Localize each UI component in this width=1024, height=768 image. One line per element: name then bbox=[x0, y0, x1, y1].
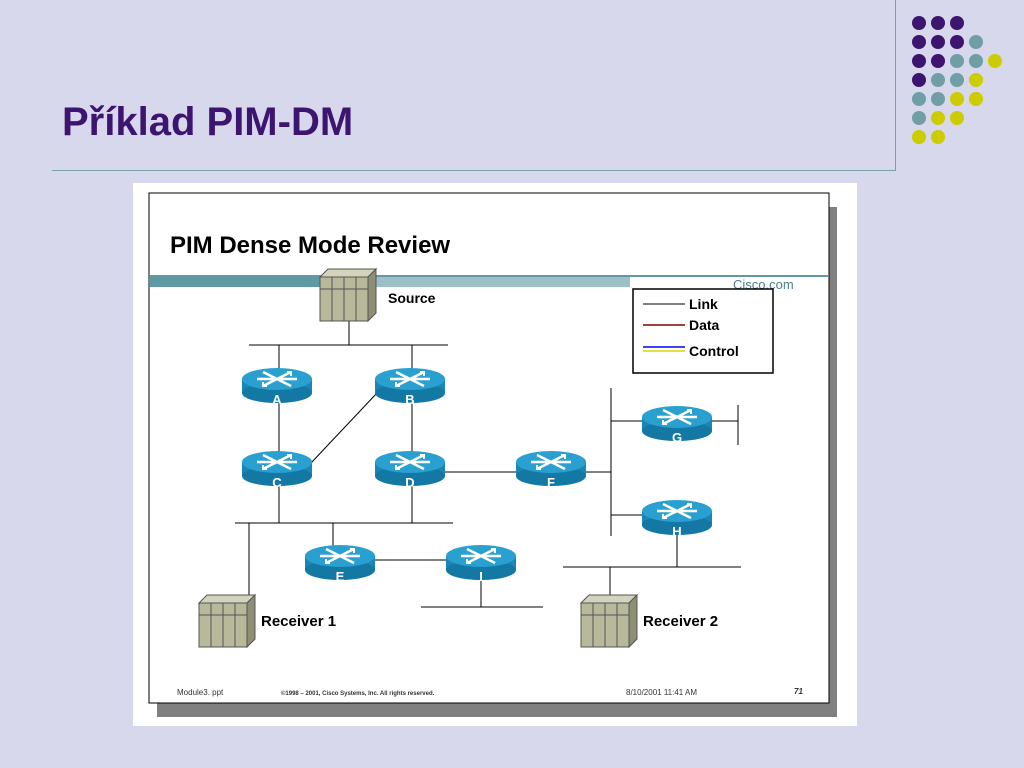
deco-dot bbox=[931, 54, 945, 68]
router-f: F bbox=[514, 449, 588, 490]
router-h-label: H bbox=[672, 524, 681, 539]
router-i-label: I bbox=[479, 569, 483, 584]
deco-dot bbox=[912, 35, 926, 49]
router-f-label: F bbox=[547, 475, 555, 490]
router-h: H bbox=[640, 498, 714, 539]
deco-dot bbox=[912, 54, 926, 68]
legend-control-label: Control bbox=[689, 343, 739, 359]
figure-heading: PIM Dense Mode Review bbox=[170, 232, 450, 259]
deco-dot bbox=[950, 92, 964, 106]
title-divider bbox=[52, 170, 895, 171]
deco-dot bbox=[931, 111, 945, 125]
deco-dot bbox=[950, 73, 964, 87]
deco-dot bbox=[912, 16, 926, 30]
source-label: Source bbox=[388, 290, 436, 306]
router-e: E bbox=[303, 543, 377, 584]
router-b-label: B bbox=[405, 392, 414, 407]
deco-dot bbox=[988, 54, 1002, 68]
network-diagram: PIM Dense Mode Review Cisco.com Link Dat… bbox=[148, 192, 837, 717]
footer-module: Module3. ppt bbox=[177, 688, 224, 697]
network-links bbox=[235, 321, 741, 608]
deco-dot bbox=[912, 92, 926, 106]
deco-dot bbox=[912, 73, 926, 87]
router-a: A bbox=[240, 366, 314, 407]
deco-dot bbox=[912, 130, 926, 144]
deco-dot bbox=[931, 35, 945, 49]
legend-box bbox=[632, 288, 774, 374]
deco-dot bbox=[950, 16, 964, 30]
deco-dot bbox=[931, 130, 945, 144]
router-d: D bbox=[373, 449, 447, 490]
deco-dot bbox=[950, 111, 964, 125]
deco-dot bbox=[912, 111, 926, 125]
header-bar-fade bbox=[373, 275, 630, 287]
decorative-dot-grid bbox=[0, 0, 1024, 180]
deco-dot bbox=[950, 35, 964, 49]
deco-dot bbox=[950, 54, 964, 68]
deco-dot bbox=[969, 73, 983, 87]
deco-dot bbox=[931, 92, 945, 106]
legend-link-label: Link bbox=[689, 296, 718, 312]
router-d-label: D bbox=[405, 475, 414, 490]
source-server-icon bbox=[319, 268, 377, 322]
receiver-1-server-icon bbox=[198, 594, 256, 648]
pim-diagram-figure: PIM Dense Mode Review Cisco.com Link Dat… bbox=[133, 183, 857, 726]
legend-data-label: Data bbox=[689, 317, 720, 333]
router-a-label: A bbox=[272, 392, 282, 407]
deco-dot bbox=[931, 73, 945, 87]
router-c: C bbox=[240, 449, 314, 490]
router-e-label: E bbox=[336, 569, 345, 584]
deco-dot bbox=[969, 92, 983, 106]
receiver-1-label: Receiver 1 bbox=[261, 613, 336, 630]
deco-dot bbox=[969, 54, 983, 68]
router-i: I bbox=[444, 543, 518, 584]
slide-title: Příklad PIM-DM bbox=[62, 100, 354, 144]
footer-copyright: ©1998 – 2001, Cisco Systems, Inc. All ri… bbox=[281, 690, 435, 697]
vertical-divider bbox=[895, 0, 896, 171]
router-b: B bbox=[373, 366, 447, 407]
deco-dot bbox=[969, 35, 983, 49]
deco-dot bbox=[931, 16, 945, 30]
router-g-label: G bbox=[672, 430, 682, 445]
receiver-2-label: Receiver 2 bbox=[643, 613, 718, 630]
footer-date: 8/10/2001 11:41 AM bbox=[626, 688, 697, 697]
receiver-2-server-icon bbox=[580, 594, 638, 648]
footer-page: 71 bbox=[794, 687, 803, 696]
router-g: G bbox=[640, 404, 714, 445]
router-c-label: C bbox=[272, 475, 282, 490]
